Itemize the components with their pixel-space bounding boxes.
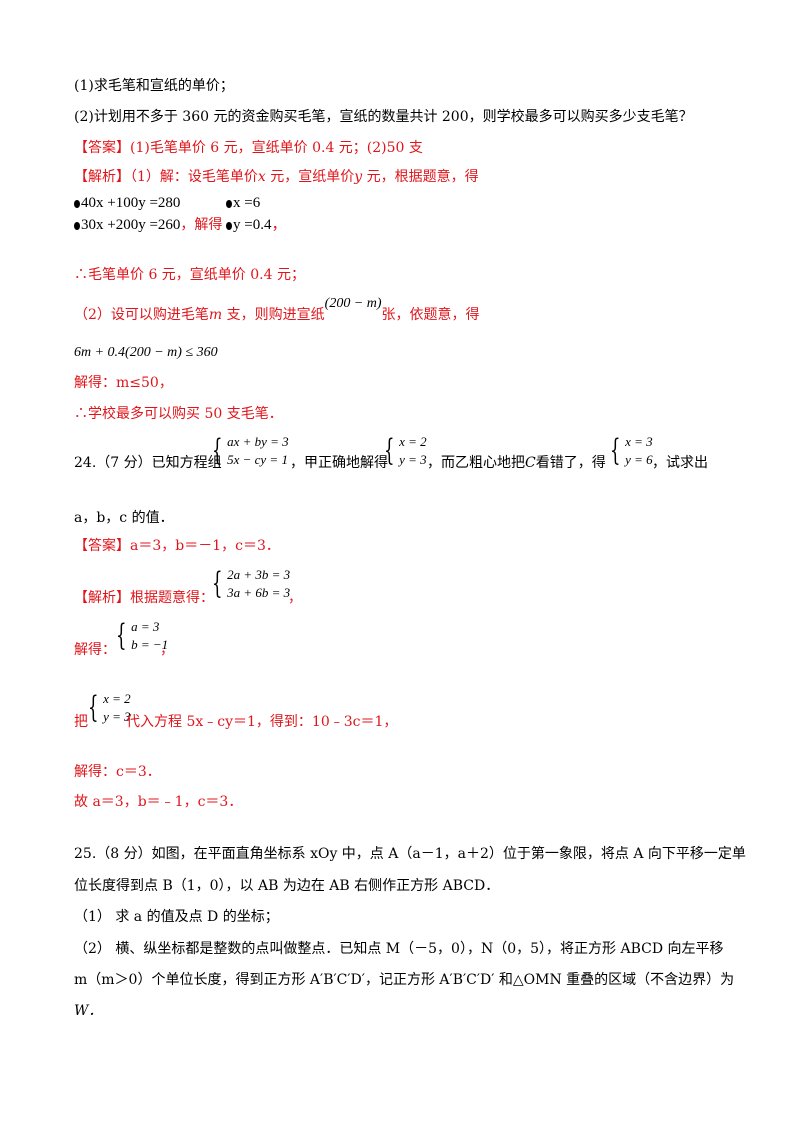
q24-stem-c: ，而乙粗心地把C看错了，得 xyxy=(427,453,606,473)
brace-glyph-icon xyxy=(226,222,232,230)
sys5a: a = 3 xyxy=(131,619,160,634)
brace-icon: { xyxy=(212,566,223,601)
sys2a: x = 2 xyxy=(399,434,427,449)
q23-conclusion2: ∴学校最多可以购买 50 支毛笔． xyxy=(74,406,283,422)
q24-sys4-end: ， xyxy=(288,590,302,606)
setup-a: （2）设可以购进毛笔 xyxy=(74,307,209,323)
sol1a: x =6 xyxy=(233,195,261,211)
q24-system-given: { ax + by = 3 5x − cy = 1 xyxy=(212,433,289,469)
q25-part2-l2: m（m＞0）个单位长度，得到正方形 A′B′C′D′，记正方形 A′B′C′D′… xyxy=(74,972,735,988)
sys4a: 2a + 3b = 3 xyxy=(227,567,291,582)
q24-solve-c: 解得：c＝3． xyxy=(74,764,161,780)
paper-expression: (200 − m) xyxy=(324,296,382,311)
q23-analysis: 【解析】（1）解：设毛笔单价x 元，宣纸单价y 元，根据题意，得 xyxy=(74,167,479,187)
sys3b: y = 6 xyxy=(625,452,653,467)
q24-stem-b: ，甲正确地解得 xyxy=(290,455,388,471)
q24-stem-e: ，试求出 xyxy=(652,455,708,471)
eq1a: 40x +100y =280 xyxy=(81,195,181,211)
brace-icon: { xyxy=(88,690,99,725)
q23-equation-system: 40x +100y =280 30x +200y =260，解得 xyxy=(74,192,222,237)
sol-end: ， xyxy=(271,217,287,233)
q23-solution-system: x =6 y =0.4， xyxy=(226,192,286,236)
analysis-text: （1）解：设毛笔单价 xyxy=(130,169,258,185)
sys5b: b = −1 xyxy=(131,637,169,652)
q24-analysis-label: 【解析】根据题意得： xyxy=(74,590,214,606)
solve-word: ，解得 xyxy=(180,218,223,233)
q24-system-abc: { 2a + 3b = 3 3a + 6b = 3 xyxy=(212,566,290,602)
q24-stem-a: 24.（7 分）已知方程组 xyxy=(74,455,222,471)
setup-c: 张，依题意，得 xyxy=(381,307,480,323)
q24-sub-b: 代入方程 5x﹣cy＝1，得到：10﹣3c＝1， xyxy=(126,714,398,730)
q23-conclusion1: ∴毛笔单价 6 元，宣纸单价 0.4 元； xyxy=(74,267,305,283)
sys6b: y = 3 xyxy=(103,709,131,724)
sys1a: ax + by = 3 xyxy=(227,434,289,449)
q23-part2: (2)计划用不多于 360 元的资金购买毛笔，宣纸的数量共计 200，则学校最多… xyxy=(74,109,693,125)
q23-part2-setup: （2）设可以购进毛笔m 支，则购进宣纸(200 − m)张，依题意，得 xyxy=(74,296,480,326)
var-y: y xyxy=(354,169,363,185)
analysis-label: 【解析】 xyxy=(74,169,130,185)
q24-stem-line2: a，b，c 的值． xyxy=(74,510,174,526)
q24-system-ab: { a = 3 b = −1 xyxy=(116,618,168,654)
q23-solve2: 解得：m≤50， xyxy=(74,375,173,391)
analysis-end: 元，根据题意，得 xyxy=(362,169,479,185)
brace-icon: { xyxy=(212,433,223,468)
analysis-mid: 元，宣纸单价 xyxy=(265,169,355,185)
q24-system-yi: { x = 3 y = 6 xyxy=(610,433,653,469)
sys2b: y = 3 xyxy=(399,452,427,467)
q25-part2-l1: （2） 横、纵坐标都是整数的点叫做整点．已知点 M（－5，0），N（0，5），将… xyxy=(74,941,724,957)
var-m: m xyxy=(208,307,223,323)
q24-sys5-end: ， xyxy=(160,642,174,658)
q24-sub-a: 把 xyxy=(74,714,88,730)
stem-d: 看错了，得 xyxy=(535,455,606,471)
brace-icon: { xyxy=(610,433,621,468)
eq1b: 30x +200y =260 xyxy=(81,217,181,233)
brace-glyph-icon xyxy=(226,200,232,208)
sys4b: 3a + 6b = 3 xyxy=(227,585,291,600)
stem-c: ，而乙粗心地把 xyxy=(427,455,525,471)
q23-part1: (1)求毛笔和宣纸的单价； xyxy=(74,78,234,94)
q25-line1: 25.（8 分）如图，在平面直角坐标系 xOy 中，点 A（a－1，a＋2）位于… xyxy=(74,846,746,862)
var-x: x xyxy=(257,169,266,185)
brace-icon: { xyxy=(384,433,395,468)
sys1b: 5x − cy = 1 xyxy=(227,452,288,467)
q25-part2-l3: W． xyxy=(74,1003,103,1019)
q23-inequality: 6m + 0.4(200 − m) ≤ 360 xyxy=(74,345,218,360)
brace-glyph-icon xyxy=(74,200,80,208)
sys6a: x = 2 xyxy=(103,691,131,706)
sys3a: x = 3 xyxy=(625,434,653,449)
q24-system-jia: { x = 2 y = 3 xyxy=(384,433,427,469)
brace-icon: { xyxy=(116,618,127,653)
q24-final: 故 a＝3，b＝﹣1，c＝3． xyxy=(74,794,243,810)
q25-line2: 位长度得到点 B（1，0），以 AB 为边在 AB 右侧作正方形 ABCD． xyxy=(74,878,500,894)
q24-answer: 【答案】a＝3，b＝－1，c＝3． xyxy=(74,538,280,554)
brace-glyph-icon xyxy=(74,222,80,230)
sol1b: y =0.4 xyxy=(233,217,272,233)
q23-answer: 【答案】(1)毛笔单价 6 元，宣纸单价 0.4 元；(2)50 支 xyxy=(74,140,423,156)
q24-solve-label: 解得： xyxy=(74,642,116,658)
var-C: C xyxy=(525,455,536,471)
q24-system-xy: { x = 2 y = 3 xyxy=(88,690,131,726)
q25-part1: （1） 求 a 的值及点 D 的坐标； xyxy=(74,909,279,925)
setup-b: 支，则购进宣纸 xyxy=(222,307,325,323)
